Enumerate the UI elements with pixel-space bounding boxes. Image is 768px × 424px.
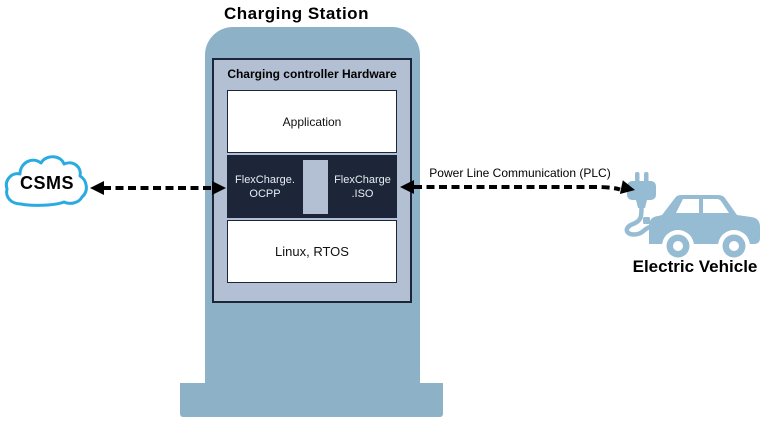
os-label: Linux, RTOS — [275, 244, 349, 259]
csms-cloud-icon — [4, 155, 88, 207]
electric-vehicle-icon — [624, 172, 760, 262]
flexcharge-ocpp-line2: OCPP — [249, 187, 281, 200]
application-label: Application — [282, 114, 342, 129]
plug-icon — [627, 172, 656, 208]
charging-cable — [624, 205, 653, 237]
controller-hardware-panel: Charging controller Hardware Application… — [212, 58, 412, 303]
charging-station-base — [180, 383, 443, 417]
flexcharge-iso-box: FlexCharge .ISO — [328, 155, 397, 218]
csms-label: CSMS — [19, 173, 74, 193]
car-icon — [643, 195, 760, 262]
flexcharge-ocpp-line1: FlexCharge. — [235, 173, 295, 186]
middleware-band: FlexCharge. OCPP FlexCharge .ISO — [227, 155, 397, 218]
plc-station-ev-arrow — [400, 180, 635, 194]
middleware-divider — [303, 160, 328, 214]
charging-station-title: Charging Station — [224, 4, 369, 23]
plc-link-label: Power Line Communication (PLC) — [429, 166, 611, 180]
flexcharge-ocpp-box: FlexCharge. OCPP — [227, 155, 303, 218]
electric-vehicle-label: Electric Vehicle — [632, 257, 758, 276]
application-layer-box: Application — [227, 90, 397, 153]
flexcharge-iso-line2: .ISO — [351, 187, 374, 200]
controller-hardware-title: Charging controller Hardware — [227, 67, 397, 81]
os-layer-box: Linux, RTOS — [227, 220, 397, 283]
flexcharge-iso-line1: FlexCharge — [334, 173, 391, 186]
